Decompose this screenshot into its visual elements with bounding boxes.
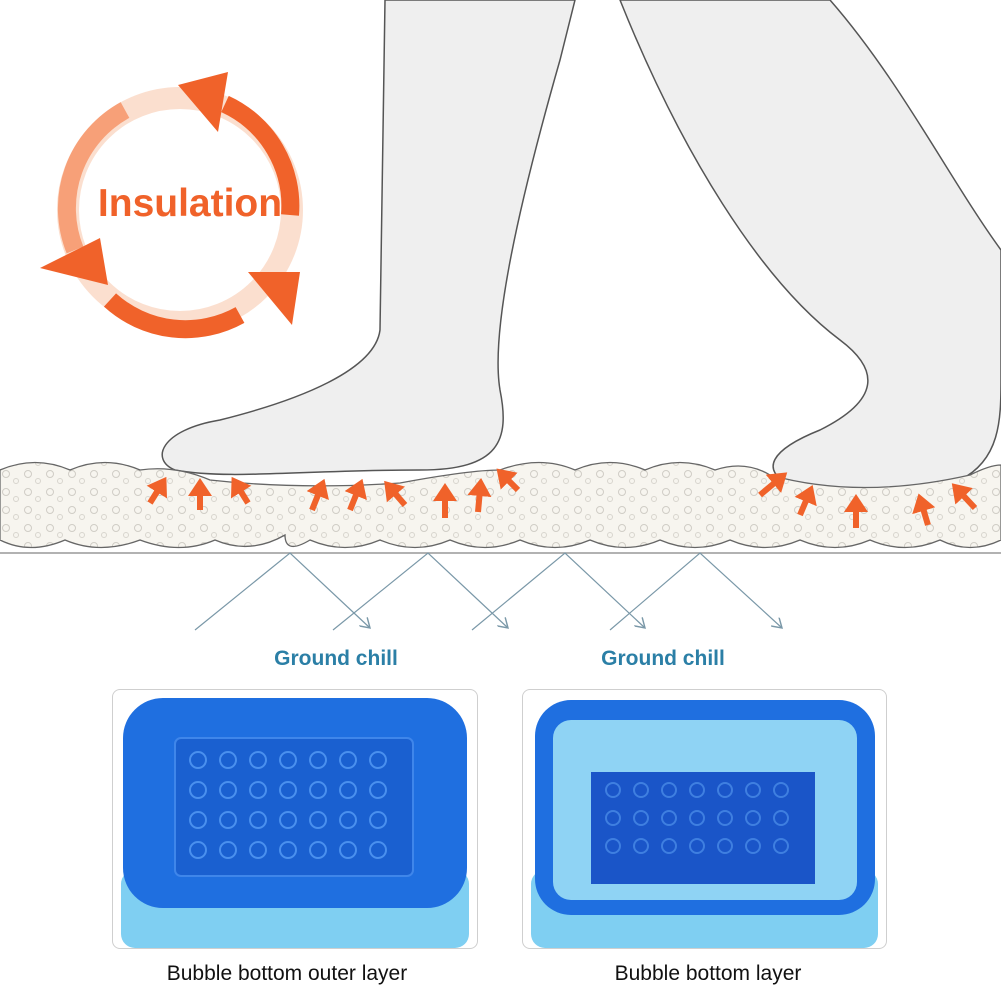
ground-chill-label-right: Ground chill [601, 647, 725, 670]
pool-bottom-view [121, 698, 469, 948]
insulation-label: Insulation [97, 182, 283, 225]
caption-outer-layer: Bubble bottom outer layer [166, 962, 408, 985]
pool-top-view [531, 700, 878, 948]
caption-inner-layer: Bubble bottom layer [614, 962, 802, 985]
product-image-outer-layer [112, 689, 478, 949]
ground-chill-label-left: Ground chill [274, 647, 398, 670]
heat-arrows [146, 468, 978, 528]
ground-chill-lines [194, 552, 782, 631]
product-image-inner-layer [522, 689, 887, 949]
feet-illustration [161, 0, 1001, 495]
insulation-cycle-icon [40, 72, 303, 339]
